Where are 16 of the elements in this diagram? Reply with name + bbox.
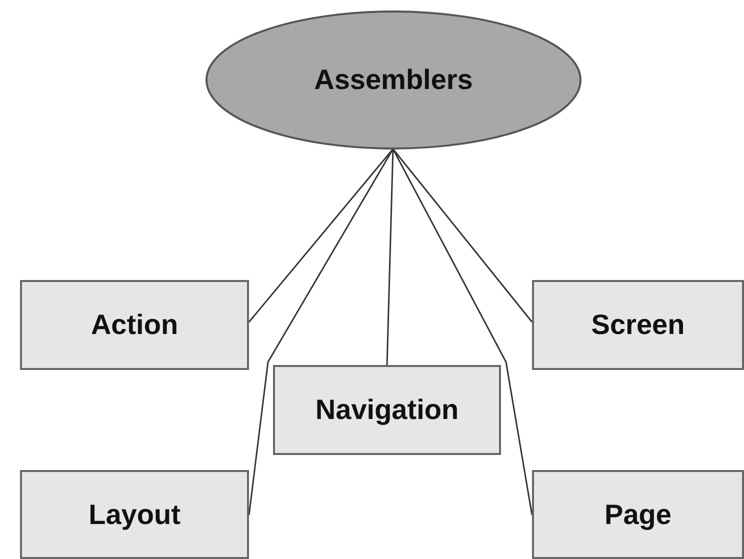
connector-line (248, 148, 394, 322)
node-label: Page (604, 498, 672, 530)
node-label: Action (90, 309, 178, 341)
node-label: Layout (88, 498, 180, 530)
node-label: Assemblers (314, 64, 473, 96)
node-label: Screen (591, 309, 685, 341)
process-box (20, 280, 249, 370)
process-box (532, 280, 744, 370)
process-box (273, 365, 501, 455)
connector-line (248, 148, 394, 516)
connector-line (392, 148, 533, 322)
connector-line (392, 148, 533, 516)
node-label: Navigation (315, 394, 459, 426)
process-box (532, 470, 744, 559)
connector-line (386, 148, 394, 366)
process-box (20, 470, 249, 559)
